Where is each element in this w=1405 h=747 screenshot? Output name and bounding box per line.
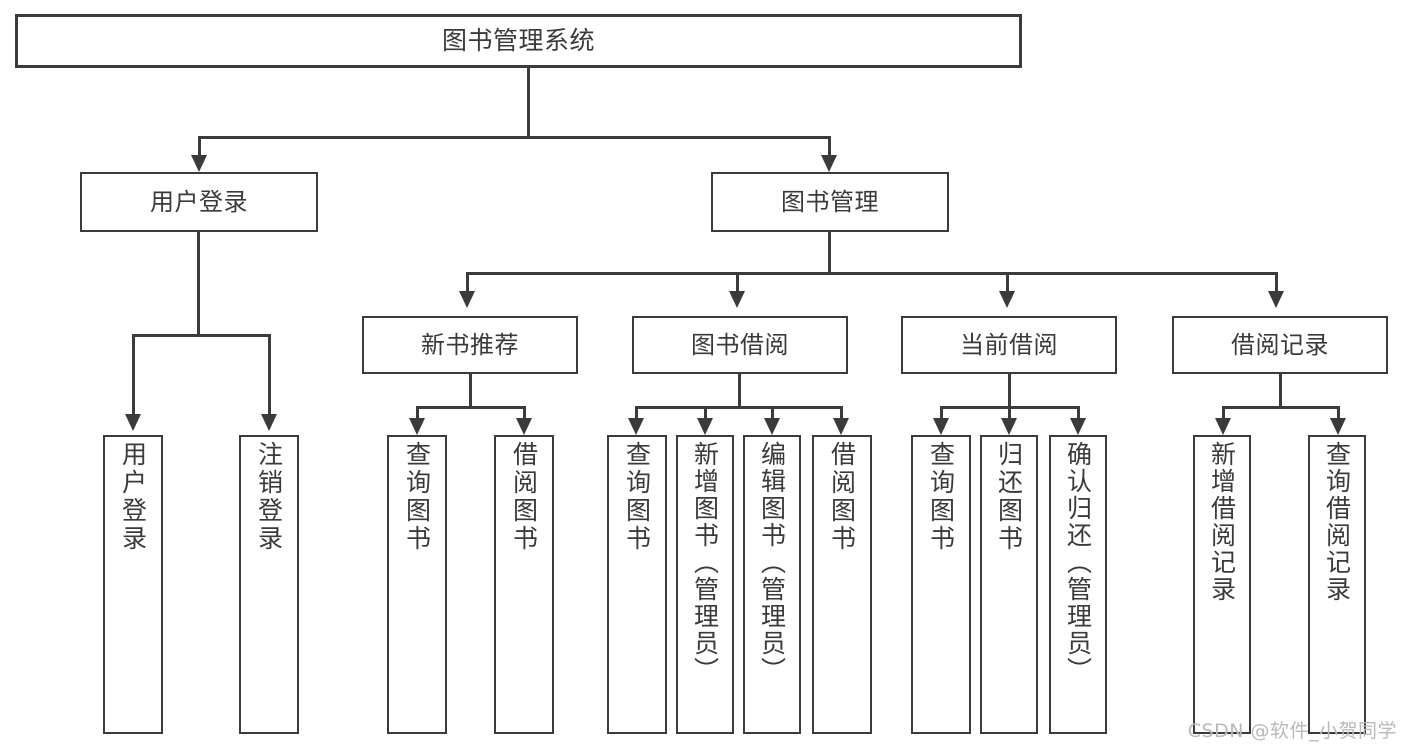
watermark-text: CSDN @软件_小贺同学	[1187, 720, 1397, 742]
arrow-bm-to-borrow-record	[1268, 291, 1284, 308]
node-leaf-borrow-book-2[interactable]: 借阅图书	[812, 435, 872, 734]
connector-bm-to-current-borrow	[1006, 272, 1009, 294]
arrow-br-to-leaf-1	[1215, 418, 1231, 435]
arrow-root-to-user-login	[191, 155, 207, 172]
node-label: 图书借阅	[691, 330, 789, 359]
arrow-root-to-book-management	[821, 155, 837, 172]
node-label: 查询图书	[402, 441, 432, 553]
connector-borrow-record-stem	[1279, 374, 1282, 408]
arrow-bb-to-leaf-4	[833, 418, 849, 435]
node-label: 查询图书	[926, 441, 956, 553]
arrow-bb-to-leaf-2	[697, 418, 713, 435]
connector-book-borrow-bar	[635, 406, 843, 409]
node-leaf-query-book-3[interactable]: 查询图书	[911, 435, 971, 734]
node-label: 用户登录	[118, 441, 148, 553]
node-current-borrow[interactable]: 当前借阅	[901, 316, 1117, 374]
node-label: 借阅图书	[827, 441, 857, 553]
node-leaf-query-book-1[interactable]: 查询图书	[387, 435, 447, 734]
connector-root-bar	[198, 136, 830, 139]
node-leaf-add-borrow-record[interactable]: 新增借阅记录	[1193, 435, 1251, 734]
connector-user-login-to-leaf-1	[132, 334, 135, 416]
node-leaf-logout-login[interactable]: 注销登录	[239, 435, 299, 734]
node-leaf-add-book-admin[interactable]: 新增图书（管理员）	[676, 435, 734, 734]
connector-root-to-book-management	[828, 136, 831, 158]
connector-bm-to-new-book	[466, 272, 469, 294]
node-new-book-recommend[interactable]: 新书推荐	[362, 316, 578, 374]
node-label: 图书管理系统	[441, 26, 595, 56]
connector-book-management-bar	[466, 272, 1278, 275]
node-label: 新增图书（管理员）	[690, 441, 720, 684]
node-label: 借阅记录	[1231, 330, 1329, 359]
node-book-borrow[interactable]: 图书借阅	[632, 316, 848, 374]
connector-new-book-bar	[416, 406, 526, 409]
arrow-cb-to-leaf-1	[933, 418, 949, 435]
node-label: 借阅图书	[509, 441, 539, 553]
node-label: 归还图书	[994, 441, 1024, 553]
arrow-bb-to-leaf-3	[764, 418, 780, 435]
arrow-bm-to-new-book	[459, 291, 475, 308]
node-label: 新增借阅记录	[1207, 441, 1237, 603]
node-label: 查询借阅记录	[1322, 441, 1352, 603]
node-leaf-edit-book-admin[interactable]: 编辑图书（管理员）	[743, 435, 801, 734]
connector-current-borrow-stem	[1008, 374, 1011, 408]
node-leaf-query-book-2[interactable]: 查询图书	[607, 435, 667, 734]
connector-book-management-stem	[828, 232, 831, 274]
arrow-br-to-leaf-2	[1330, 418, 1346, 435]
node-root-system[interactable]: 图书管理系统	[15, 14, 1022, 68]
connector-br-to-leaf-1	[1222, 406, 1225, 420]
arrow-user-login-to-leaf-1	[125, 414, 141, 431]
arrow-cb-to-leaf-2	[1001, 418, 1017, 435]
connector-user-login-stem	[197, 232, 200, 336]
connector-br-to-leaf-2	[1337, 406, 1340, 420]
arrow-bb-to-leaf-1	[628, 418, 644, 435]
connector-user-login-to-leaf-2	[268, 334, 271, 416]
connector-borrow-record-bar	[1222, 406, 1340, 409]
connector-bm-to-book-borrow	[736, 272, 739, 294]
node-label: 用户登录	[150, 187, 248, 216]
arrow-bm-to-book-borrow	[729, 291, 745, 308]
node-user-login[interactable]: 用户登录	[80, 172, 318, 232]
node-label: 查询图书	[622, 441, 652, 553]
node-leaf-query-borrow-record[interactable]: 查询借阅记录	[1308, 435, 1366, 734]
connector-new-book-to-leaf-1	[416, 406, 419, 420]
node-borrow-record[interactable]: 借阅记录	[1172, 316, 1388, 374]
connector-bm-to-borrow-record	[1275, 272, 1278, 294]
arrow-new-book-to-leaf-1	[409, 418, 425, 435]
connector-bb-to-leaf-1	[635, 406, 638, 420]
arrow-bm-to-current-borrow	[999, 291, 1015, 308]
arrow-cb-to-leaf-3	[1070, 418, 1086, 435]
connector-root-to-user-login	[198, 136, 201, 158]
node-label: 当前借阅	[960, 330, 1058, 359]
node-label: 注销登录	[254, 441, 284, 553]
connector-cb-to-leaf-1	[940, 406, 943, 420]
connector-new-book-stem	[469, 374, 472, 408]
node-label: 编辑图书（管理员）	[757, 441, 787, 684]
connector-bb-to-leaf-4	[840, 406, 843, 420]
node-label: 确认归还（管理员）	[1063, 441, 1093, 684]
connector-user-login-bar	[132, 334, 271, 337]
connector-book-borrow-stem	[738, 374, 741, 408]
node-leaf-user-login[interactable]: 用户登录	[103, 435, 163, 734]
node-leaf-return-book[interactable]: 归还图书	[980, 435, 1038, 734]
node-book-management[interactable]: 图书管理	[711, 172, 949, 232]
connector-root-stem	[527, 68, 530, 138]
node-leaf-confirm-return-admin[interactable]: 确认归还（管理员）	[1049, 435, 1107, 734]
connector-cb-to-leaf-2	[1008, 406, 1011, 420]
arrow-user-login-to-leaf-2	[261, 414, 277, 431]
connector-cb-to-leaf-3	[1077, 406, 1080, 420]
node-leaf-borrow-book-1[interactable]: 借阅图书	[494, 435, 554, 734]
connector-bb-to-leaf-3	[771, 406, 774, 420]
arrow-new-book-to-leaf-2	[516, 418, 532, 435]
connector-new-book-to-leaf-2	[523, 406, 526, 420]
node-label: 图书管理	[781, 187, 879, 216]
node-label: 新书推荐	[421, 330, 519, 359]
connector-bb-to-leaf-2	[704, 406, 707, 420]
